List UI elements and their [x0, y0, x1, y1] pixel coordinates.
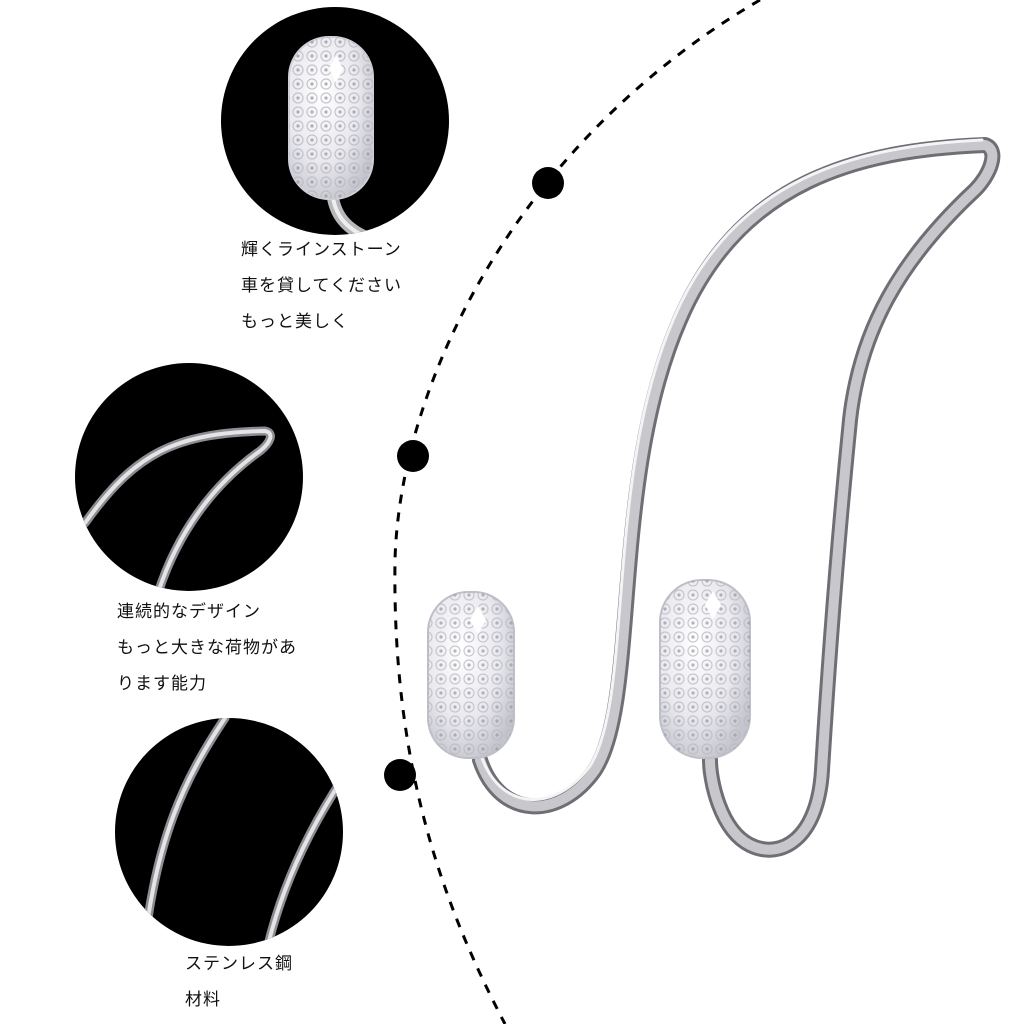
feature-image-curve [75, 363, 303, 591]
feature-caption-rhinestone: 輝くラインストーン 車を貸してください もっと美しく [241, 232, 402, 340]
curved-hook-icon [80, 426, 275, 591]
divider-dot-2 [397, 440, 429, 472]
caption-line: 車を貸してください [241, 276, 402, 296]
divider-arc [393, 0, 761, 1024]
steel-rod-icon [139, 718, 343, 946]
divider-dot-1 [532, 167, 564, 199]
caption-line: 連続的なデザイン [117, 602, 261, 622]
seat-hook-product [427, 137, 1001, 858]
rhinestone-tip-icon [288, 36, 376, 235]
feature-image-rhinestone [221, 7, 449, 235]
feature-caption-design: 連続的なデザイン もっと大きな荷物があ ります能力 [117, 594, 297, 702]
feature-caption-material: ステンレス鋼 材料 [185, 946, 293, 1018]
caption-line: もっと大きな荷物があ [117, 638, 297, 658]
feature-image-steel [115, 718, 343, 946]
caption-line: 輝くラインストーン [241, 240, 402, 260]
divider-dot-3 [384, 759, 416, 791]
caption-line: 材料 [185, 990, 221, 1010]
caption-line: ります能力 [117, 674, 207, 694]
caption-line: ステンレス鋼 [185, 954, 293, 974]
caption-line: もっと美しく [241, 312, 349, 332]
